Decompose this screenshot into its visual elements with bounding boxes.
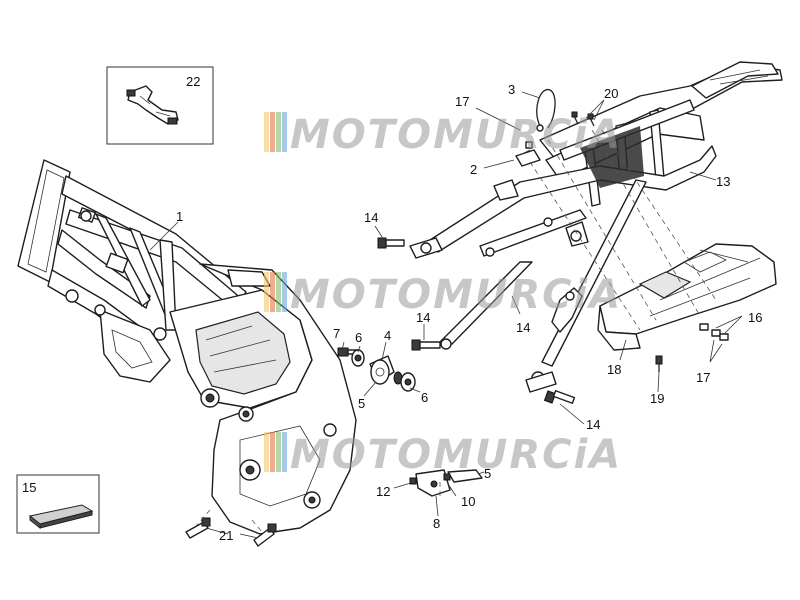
assembly-guide-lines (195, 129, 717, 533)
callout-19: 19 (650, 391, 664, 406)
callout-17-upper: 17 (455, 94, 469, 109)
callout-14-upper: 14 (364, 210, 378, 225)
callout-12: 12 (376, 484, 390, 499)
watermark-bottom: MOTOMURCiA (264, 432, 622, 478)
callout-6-bottom: 6 (421, 390, 428, 405)
bolt-14-lower (543, 390, 576, 404)
callout-18: 18 (607, 362, 621, 377)
main-frame-part (17, 159, 357, 535)
callout-3: 3 (508, 82, 515, 97)
rear-undertray-part (597, 243, 777, 351)
cable-part-3 (536, 89, 556, 132)
callout-labels: 1 2 3 4 5 5 6 6 7 8 10 12 13 14 14 14 14… (22, 74, 762, 543)
callout-5-right: 5 (484, 466, 491, 481)
callout-16: 16 (748, 310, 762, 325)
callout-14-middle: 14 (416, 310, 430, 325)
lower-bracket-8 (409, 469, 483, 497)
screws-20 (571, 111, 595, 127)
callout-22: 22 (186, 74, 200, 89)
clips-16-17 (699, 323, 729, 341)
bolt-14-upper (377, 237, 405, 249)
callout-8: 8 (433, 516, 440, 531)
callout-15: 15 (22, 480, 36, 495)
callout-4: 4 (384, 328, 391, 343)
watermark-text: MOTOMURCiA (290, 112, 622, 158)
callout-2: 2 (470, 162, 477, 177)
callout-13: 13 (716, 174, 730, 189)
bushing-group (337, 347, 416, 392)
bolts-21 (185, 517, 277, 547)
leader-lines (149, 91, 743, 539)
callout-14-lower: 14 (586, 417, 600, 432)
callout-17-lower: 17 (696, 370, 710, 385)
watermark-text: MOTOMURCiA (290, 432, 622, 478)
callout-14-right: 14 (516, 320, 530, 335)
watermark-text: MOTOMURCiA (290, 272, 622, 318)
chain-guide-bracket (551, 287, 583, 333)
clamp-bracket-part (126, 85, 179, 125)
callout-10: 10 (461, 494, 475, 509)
bolt-14-middle (411, 339, 441, 351)
screw-19 (655, 355, 663, 372)
clip-part-2 (515, 149, 541, 167)
callout-7: 7 (333, 326, 340, 341)
callout-20: 20 (604, 86, 618, 101)
inset-box-15 (16, 474, 100, 534)
callout-5-left: 5 (358, 396, 365, 411)
foam-pad-part (28, 504, 94, 530)
callout-21: 21 (219, 528, 233, 543)
watermark-top: MOTOMURCiA (264, 112, 622, 158)
callout-1: 1 (176, 209, 183, 224)
screw-17-upper (525, 141, 533, 149)
watermark-middle: MOTOMURCiA (264, 272, 622, 318)
inset-box-22 (106, 66, 214, 145)
callout-6-top: 6 (355, 330, 362, 345)
